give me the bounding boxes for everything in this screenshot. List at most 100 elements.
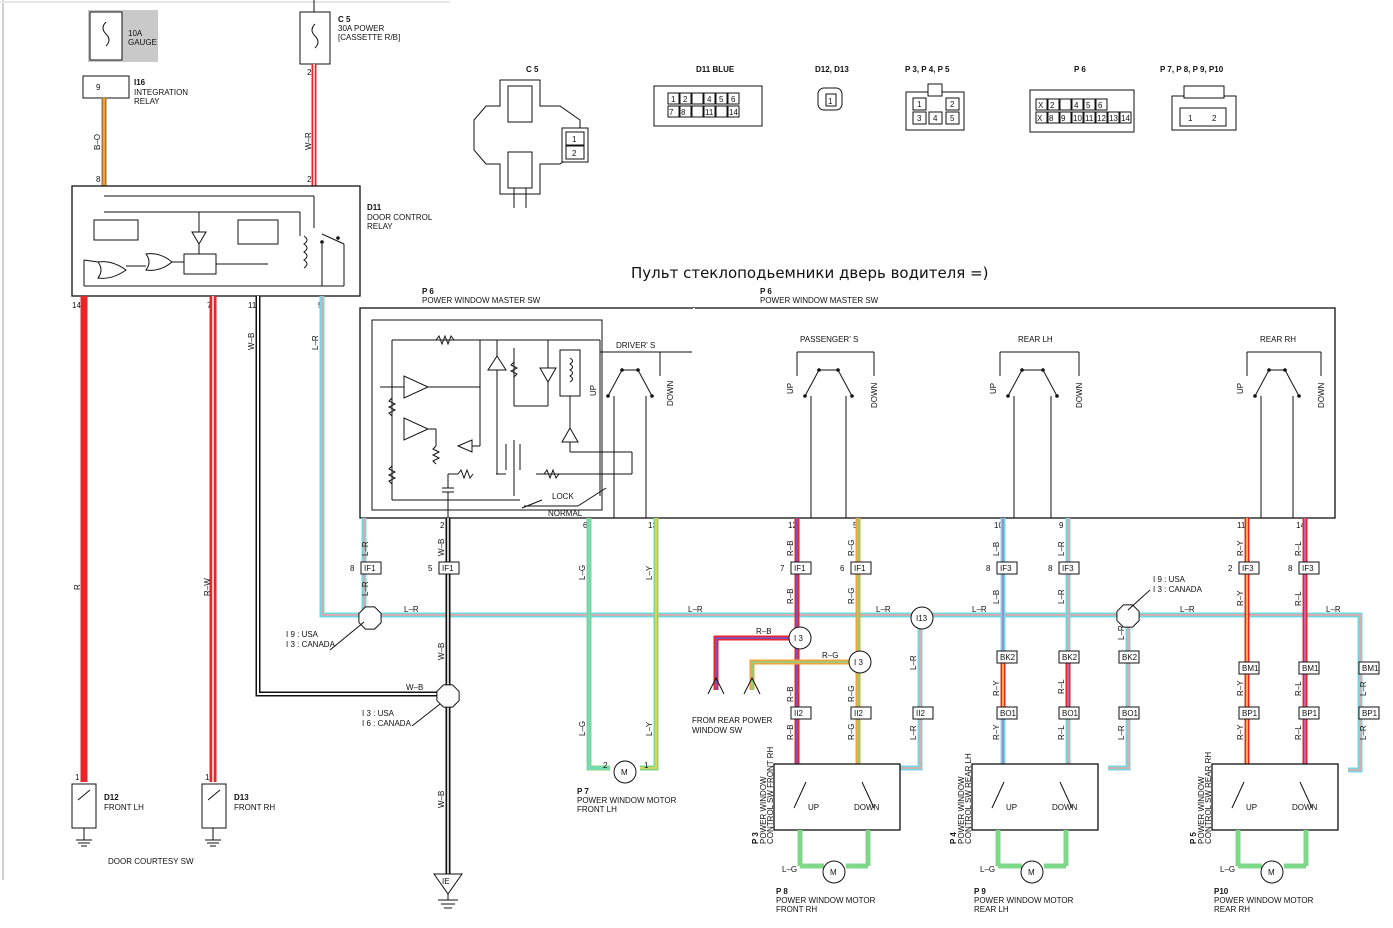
connector-pin: 8 bbox=[1288, 564, 1293, 573]
d11-pin-cell bbox=[727, 92, 740, 105]
wire-label: R–Y bbox=[1236, 590, 1245, 606]
p3-pin-label: 2 bbox=[950, 100, 955, 109]
switch-arm bbox=[637, 369, 653, 397]
d12-pin-1: 1 bbox=[828, 97, 833, 106]
motor-name-1: POWER WINDOW MOTOR bbox=[974, 896, 1074, 905]
wire-label: R–L bbox=[1057, 725, 1066, 740]
p6-pin-label: 14 bbox=[1121, 114, 1130, 123]
connector-label: BO1 bbox=[1062, 709, 1079, 718]
junction-circle bbox=[848, 650, 872, 674]
connector-box bbox=[1298, 706, 1320, 720]
wire-l-r-d11: L–R bbox=[311, 296, 1363, 773]
control-sw-name-1: POWER WINDOW bbox=[759, 776, 768, 844]
d11-pin-cell bbox=[703, 105, 716, 118]
fuse-gauge-label-1: 10A bbox=[128, 29, 143, 38]
motor-symbol bbox=[1260, 860, 1284, 884]
d11-pin-label: 11 bbox=[705, 108, 714, 117]
d11-pin-cell bbox=[691, 92, 704, 105]
d11-pin-label: 4 bbox=[707, 95, 712, 104]
connector-view-p6-label: P 6 bbox=[1074, 65, 1086, 74]
connector-label: IF1 bbox=[854, 564, 866, 573]
connector-box bbox=[1058, 650, 1080, 664]
switch-node bbox=[620, 368, 624, 372]
switch-d12-name: FRONT LH bbox=[104, 803, 144, 812]
switch-node bbox=[803, 394, 807, 398]
connector-view-d12: D12, D13 1 bbox=[815, 65, 849, 111]
caption-ru: Пульт стеклоподьемники дверь водителя =) bbox=[631, 264, 988, 282]
connector-label: II2 bbox=[794, 709, 803, 718]
control-sw-name-2: CONTROL SW FRONT RH bbox=[766, 746, 775, 844]
motor-id: P 7 bbox=[577, 787, 589, 796]
switch-d12-id: D12 bbox=[104, 793, 119, 802]
wire-label: L–R bbox=[361, 541, 370, 556]
normal-label: NORMAL bbox=[548, 509, 583, 518]
up-label: UP bbox=[808, 803, 819, 812]
p6-pin-label: 12 bbox=[1097, 114, 1106, 123]
p6-pin-label: X bbox=[1038, 101, 1044, 110]
wire-label: R–Y bbox=[1236, 680, 1245, 696]
d11-pin-cell bbox=[679, 92, 692, 105]
wire-label: W–B bbox=[437, 539, 446, 556]
connector-view-p7: P 7, P 8, P 9, P10 1 2 bbox=[1160, 65, 1237, 131]
fuse-gauge-label-2: GAUGE bbox=[128, 38, 157, 47]
motor-name-2: REAR LH bbox=[974, 905, 1009, 914]
connector-box bbox=[996, 650, 1018, 664]
splice bbox=[358, 606, 382, 630]
relay-i16-id: I16 bbox=[134, 78, 146, 87]
wire-r-w: R–W bbox=[203, 296, 217, 782]
master-sw-name-2: POWER WINDOW MASTER SW bbox=[760, 296, 879, 305]
splice bbox=[1116, 604, 1140, 628]
wire-label: R–Y bbox=[1236, 724, 1245, 740]
wire-label: L–R bbox=[1180, 605, 1195, 614]
p6-pin-label: 5 bbox=[1086, 101, 1091, 110]
wire-label: L–G bbox=[980, 865, 995, 874]
motor-id: P 9 bbox=[974, 887, 986, 896]
wire-label: L–R bbox=[1057, 589, 1066, 604]
motor-name-1: POWER WINDOW MOTOR bbox=[1214, 896, 1314, 905]
p3-pin-cell bbox=[945, 111, 960, 125]
wire-label-r-w: R–W bbox=[203, 578, 212, 596]
connector-box bbox=[1298, 661, 1320, 675]
p6-pin-cell bbox=[1095, 98, 1108, 111]
d11-pin-label: 1 bbox=[671, 95, 676, 104]
switch-arm bbox=[1007, 369, 1023, 397]
p6-pin-11: 11 bbox=[1237, 521, 1246, 530]
p6-pin-label: 9 bbox=[1061, 114, 1066, 123]
connector-pin: 2 bbox=[1228, 564, 1233, 573]
p7-pin-1: 1 bbox=[1188, 114, 1193, 123]
from-rear-1: FROM REAR POWER bbox=[692, 716, 773, 725]
d11-pin-label: 14 bbox=[729, 108, 738, 117]
connector-label: BK2 bbox=[1122, 653, 1138, 662]
switch-d13-pin: 1 bbox=[205, 773, 210, 782]
d11-pin-label: 6 bbox=[731, 95, 736, 104]
wire-label-w-b-2: W–B bbox=[406, 683, 423, 692]
wire-l-r-front bbox=[900, 615, 923, 771]
down-label: DOWN bbox=[666, 380, 675, 406]
connector-box bbox=[1238, 706, 1260, 720]
ground-ie-label: IE bbox=[442, 877, 450, 886]
fuse-gauge: 10A GAUGE bbox=[88, 10, 158, 62]
switch-arm bbox=[1254, 369, 1270, 397]
wire-w-r: W–R 2 bbox=[304, 64, 317, 186]
relay-d11-name-1: DOOR CONTROL bbox=[367, 213, 433, 222]
connector-label: IF1 bbox=[794, 564, 806, 573]
wire-label: R–G bbox=[847, 724, 856, 740]
switch-d12-pin: 1 bbox=[75, 773, 80, 782]
connector-box bbox=[1118, 706, 1140, 720]
wire-label: W–B bbox=[437, 791, 446, 808]
connector-label: BM1 bbox=[1362, 664, 1379, 673]
switch-node bbox=[850, 394, 854, 398]
wire-label: L–G bbox=[1220, 865, 1235, 874]
courtesy-caption: DOOR COURTESY SW bbox=[108, 857, 194, 866]
wire-label: L–Y bbox=[645, 565, 654, 580]
wire-label: L–R bbox=[1359, 725, 1368, 740]
motor-name-1: POWER WINDOW MOTOR bbox=[577, 796, 677, 805]
wire-label: R–B bbox=[786, 540, 795, 556]
switch-arm bbox=[607, 369, 623, 397]
switch-node bbox=[636, 368, 640, 372]
motor-id: P10 bbox=[1214, 887, 1229, 896]
wire-label: L–G bbox=[578, 721, 587, 736]
